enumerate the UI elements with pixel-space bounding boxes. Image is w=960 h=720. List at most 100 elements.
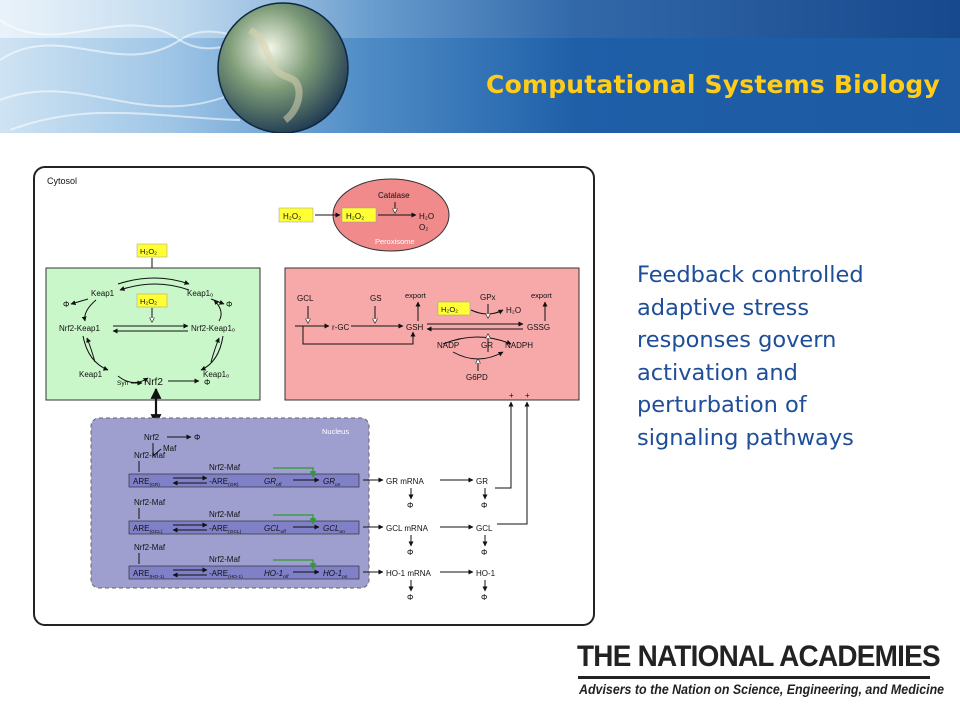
gene-on-2-base: HO-1 — [323, 569, 342, 578]
are-free-2: ARE(HO-1) — [133, 569, 165, 580]
logo-tagline: Advisers to the Nation on Science, Engin… — [579, 682, 945, 697]
keap1o-bottom-right: Keap1ₒ — [203, 370, 229, 379]
protein-phi-2: Φ — [481, 593, 487, 602]
are-bound-1-base: -ARE — [209, 524, 228, 533]
mrna-phi-2: Φ — [407, 593, 413, 602]
nrf2-maf-free-0: Nrf2-Maf — [134, 451, 166, 460]
nadph-label: NADPH — [505, 341, 533, 350]
description-line-4: activation and — [637, 359, 798, 386]
are-bound-2-base: -ARE — [209, 569, 228, 578]
protein-0: GR — [476, 477, 488, 486]
logo-wordmark: THE NATIONAL ACADEMIES — [577, 640, 941, 673]
protein-phi-2-base: Φ — [481, 593, 487, 602]
gpx-enzyme: GPx — [480, 293, 496, 302]
are-free-2-subscript: (HO-1) — [149, 574, 164, 580]
cytosol-label: Cytosol — [47, 176, 77, 186]
nrf2-free-label: Nrf2 — [144, 377, 163, 388]
h2o2-keap-top-box — [136, 243, 168, 258]
gsh-label: GSH — [406, 323, 424, 332]
mrna-phi-1: Φ — [407, 548, 413, 557]
nadp-label: NADP — [437, 341, 459, 350]
banner-artwork — [0, 2, 349, 133]
protein-2: HO-1 — [476, 569, 496, 578]
promoter-bar-1 — [128, 520, 360, 535]
keap1o-top-right: Keap1ₒ — [187, 289, 213, 298]
gene-on-0: GRon — [323, 477, 341, 488]
gr-enzyme-label: GR — [481, 341, 493, 350]
gcl-enzyme: GCL — [297, 294, 314, 303]
gsh-module-box — [284, 267, 580, 401]
phi-bottom: Φ — [204, 378, 210, 387]
nrf2-maf-bound-0-base: Nrf2-Maf — [209, 463, 241, 472]
h2o2-inside-box — [341, 207, 377, 223]
nrf2-maf-bound-2: Nrf2-Maf — [209, 555, 241, 564]
catalase-label: Catalase — [378, 191, 410, 200]
nrf2-maf-free-1: Nrf2-Maf — [134, 498, 166, 507]
keap1-oxidation-arrow — [117, 277, 190, 285]
plus-sign-2: + — [525, 391, 530, 400]
protein-phi-0: Φ — [481, 501, 487, 510]
nrf2-release-right — [200, 335, 224, 371]
h2o2-keap-mid-label: H₂O₂ — [140, 297, 157, 306]
phi-left: Φ — [63, 300, 69, 309]
description-line-1: Feedback controlled — [637, 262, 864, 288]
gene-on-0-base: GR — [323, 477, 335, 486]
keap1-bottom-link — [86, 337, 96, 363]
nucleus-compartment — [90, 417, 370, 589]
are-free-0: ARE(GR) — [133, 477, 160, 488]
description-line-5: perturbation of — [637, 392, 807, 419]
logo-rule — [578, 676, 930, 679]
header-banner: Computational Systems Biology — [0, 0, 960, 133]
nrf2-maf-free-2-base: Nrf2-Maf — [134, 543, 166, 552]
page-title: Computational Systems Biology — [486, 70, 940, 99]
are-free-1: ARE(GCL) — [133, 524, 163, 535]
keap1-binding-left-top — [81, 299, 97, 322]
gene-off-0-subscript: off — [276, 482, 282, 488]
gene-off-1-subscript: off — [280, 529, 286, 535]
mrna-phi-2-base: Φ — [407, 593, 413, 602]
promoter-bar-0 — [128, 473, 360, 488]
gene-off-0: GRoff — [264, 477, 282, 488]
gene-off-1: GCLoff — [264, 524, 286, 535]
nrf2-release-left — [82, 335, 109, 371]
rgc-label: r-GC — [332, 323, 350, 332]
export-label-2: export — [531, 291, 553, 300]
description-line-2: adaptive stress — [637, 294, 810, 321]
gene-off-1-base: GCL — [264, 524, 280, 533]
gene-on-0-subscript: on — [335, 483, 341, 488]
export-label-1: export — [405, 291, 427, 300]
h2o2-inside-label: H₂O₂ — [346, 212, 364, 221]
nucleus-phi: Φ — [194, 433, 200, 442]
are-free-0-base: ARE — [133, 477, 149, 486]
protein-phi-1: Φ — [481, 548, 487, 557]
description-line-6: signaling pathways — [637, 424, 854, 451]
h2o2-outside-label: H₂O₂ — [283, 212, 301, 221]
gene-on-1-base: GCL — [323, 524, 339, 533]
description-text: Feedback controlled adaptive stress resp… — [637, 259, 937, 455]
are-free-1-base: ARE — [133, 524, 149, 533]
gcl-feedback-line — [497, 401, 530, 525]
gsh-feedback-line — [302, 326, 416, 345]
gene-on-1-subscript: on — [339, 530, 345, 535]
gene-off-2-base: HO-1 — [264, 569, 283, 578]
gene-off-2-subscript: off — [283, 574, 289, 580]
promoter-bar-2 — [128, 565, 360, 580]
keap1-decay-left — [70, 298, 89, 306]
are-bound-1-subscript: (GCL) — [228, 529, 241, 535]
keap1-module-box — [45, 267, 261, 401]
nadp-nadph-arc — [442, 336, 512, 345]
maf-binding-arrow — [152, 443, 162, 458]
protein-1-base: GCL — [476, 524, 493, 533]
nrf2-maf-bound-1-base: Nrf2-Maf — [209, 510, 241, 519]
protein-2-base: HO-1 — [476, 569, 496, 578]
keap1-top-left: Keap1 — [91, 289, 115, 298]
green-activation-1 — [273, 514, 317, 525]
nrf2-pathway-diagram: Cytosol Catalase H₂O₂ H₂O₂ H₂O O₂ Peroxi… — [45, 176, 580, 602]
are-bound-0-subscript: (GR) — [228, 482, 239, 488]
mrna-phi-1-base: Φ — [407, 548, 413, 557]
gene-on-2-subscript: on — [342, 575, 348, 580]
green-activation-0 — [273, 467, 317, 478]
protein-1: GCL — [476, 524, 493, 533]
h2o2-gpx-box — [437, 301, 471, 316]
nrf2-maf-bound-1: Nrf2-Maf — [209, 510, 241, 519]
